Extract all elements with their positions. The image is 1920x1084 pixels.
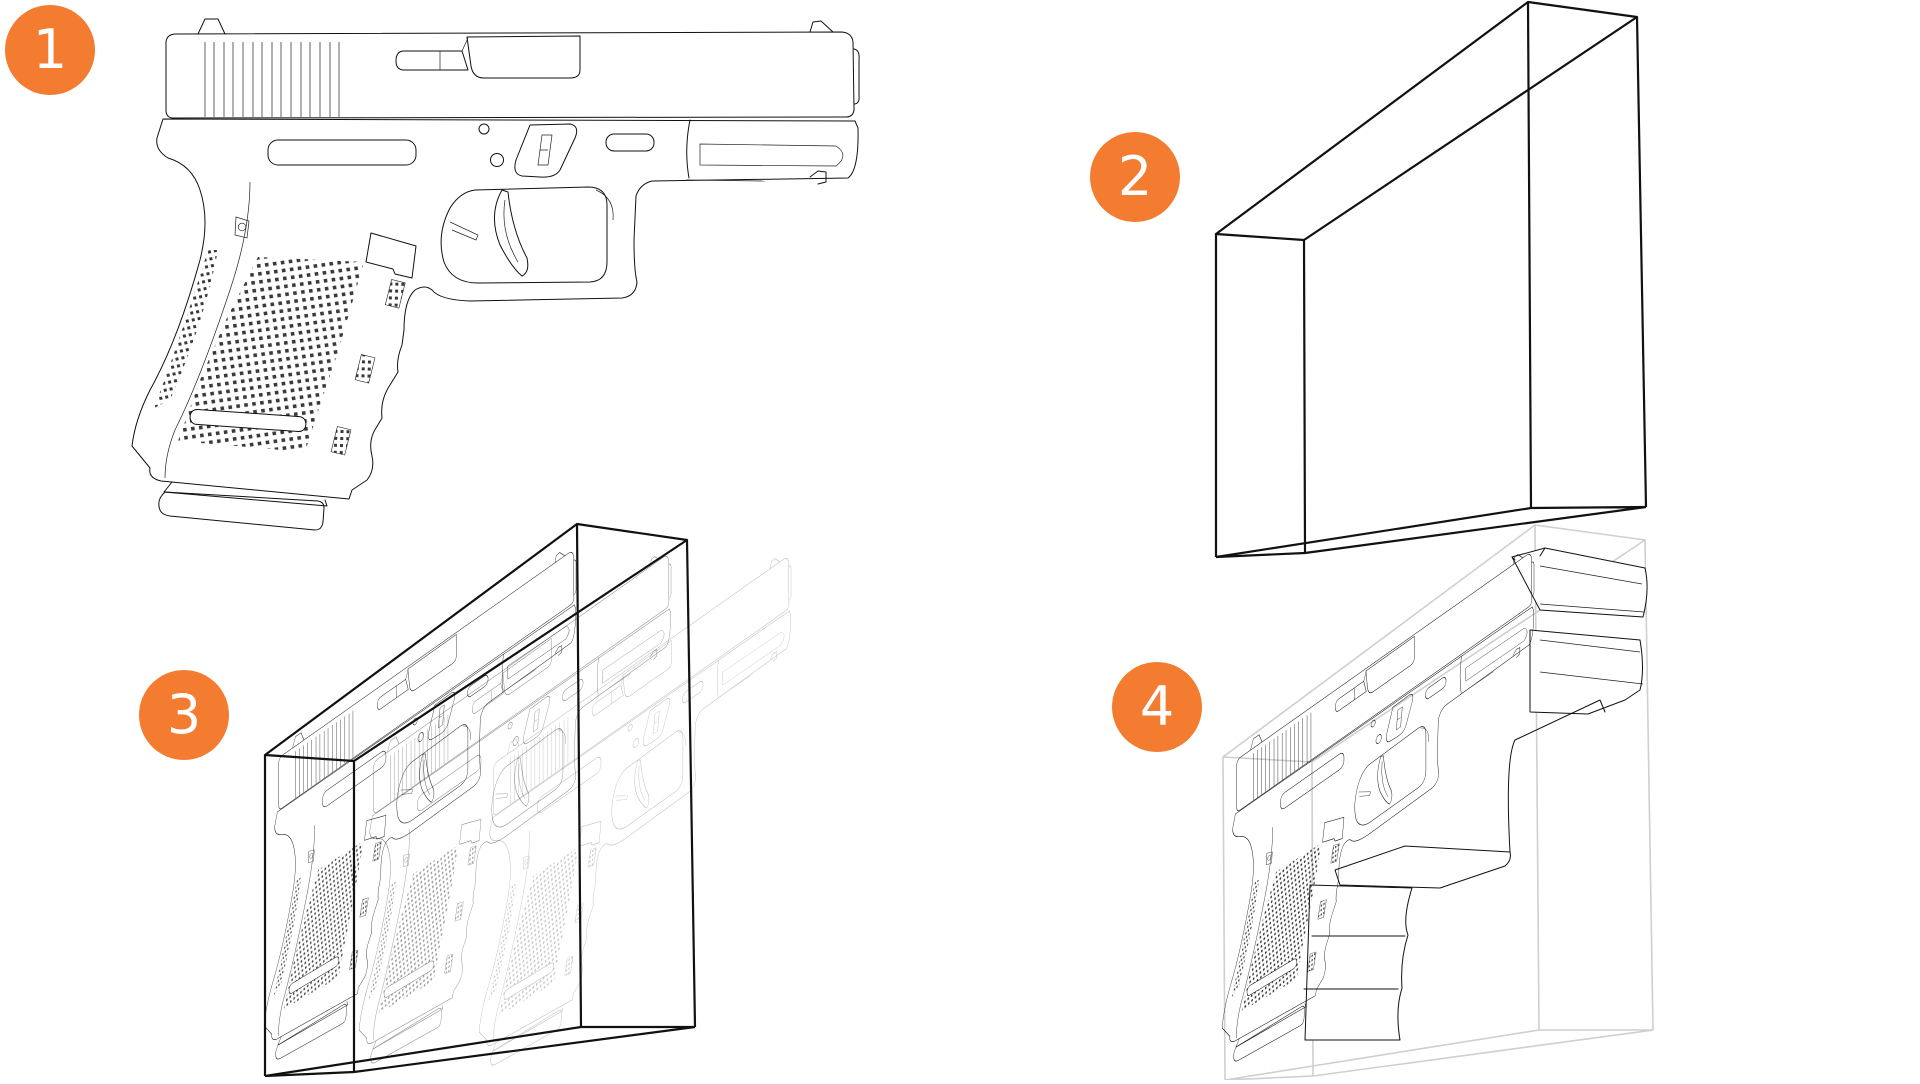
step3-pistol-in-box	[263, 522, 792, 1084]
step-number: 1	[32, 18, 68, 81]
step-badge-3: 3	[139, 670, 229, 760]
step-badge-4: 4	[1112, 662, 1202, 752]
step-number: 3	[166, 683, 202, 746]
step-number: 4	[1139, 675, 1175, 738]
step-badge-1: 1	[5, 5, 95, 95]
step-number: 2	[1117, 145, 1153, 208]
step-badge-2: 2	[1090, 132, 1180, 222]
step1-pistol-drawing	[131, 18, 860, 531]
step4-extruded-pistol	[1221, 524, 1654, 1081]
step2-bounding-box	[1214, 0, 1648, 559]
